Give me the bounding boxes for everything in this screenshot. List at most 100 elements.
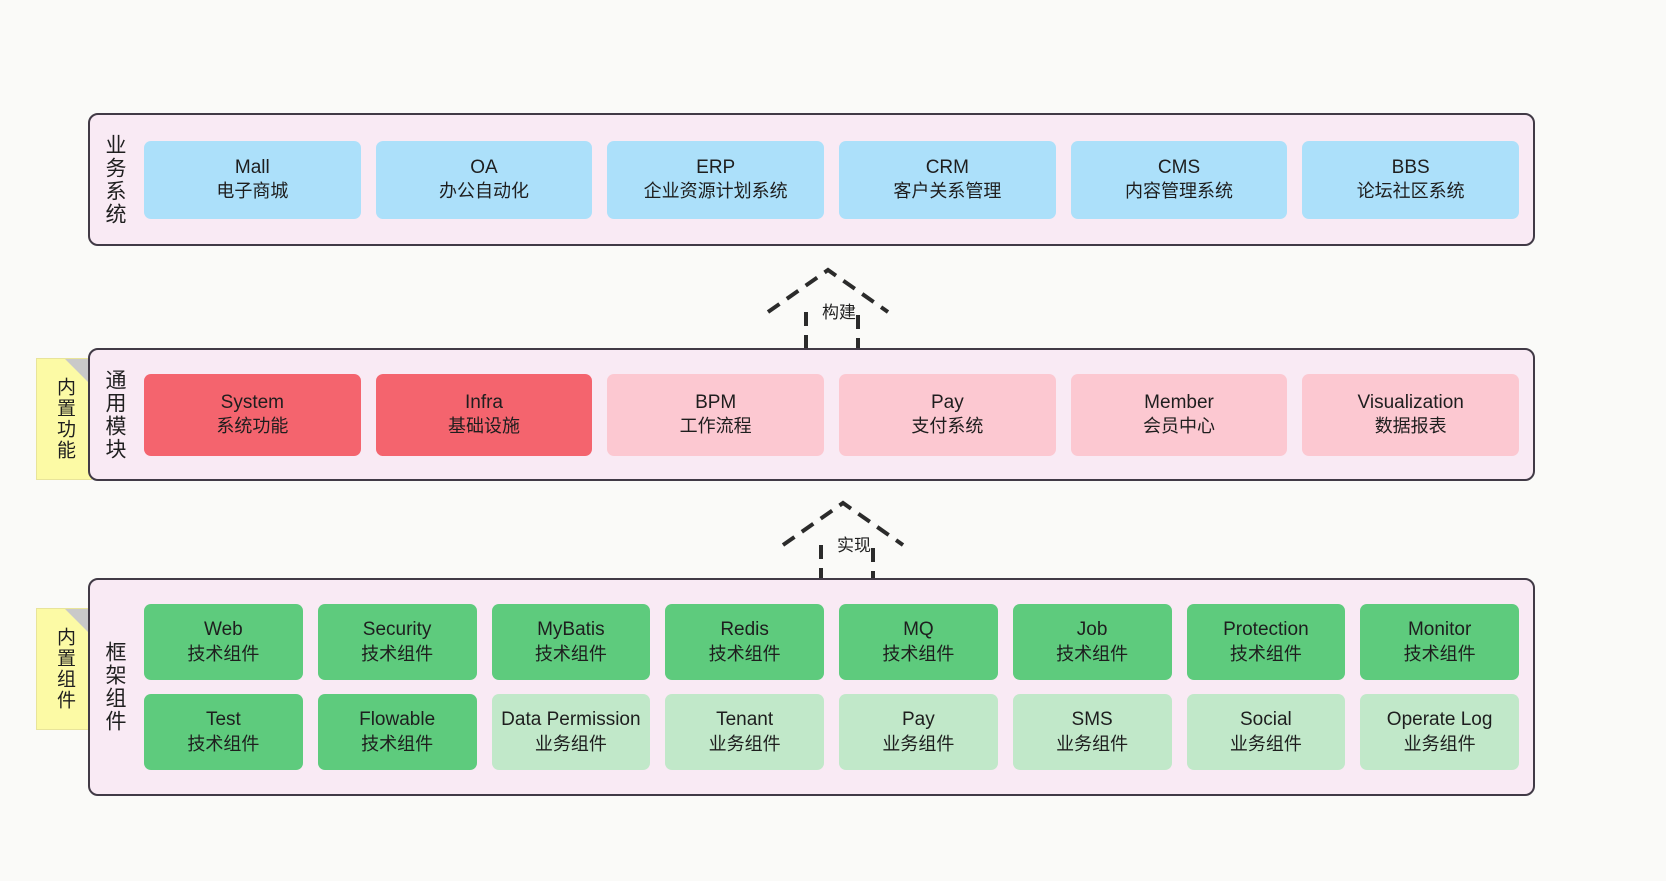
business-system-node-list: Mall 电子商城 OA 办公自动化 ERP 企业资源计划系统 CRM 客户关系… [138, 115, 1533, 244]
node-title: Visualization [1357, 391, 1464, 413]
node-title: Member [1144, 391, 1214, 413]
node-title: CMS [1157, 156, 1201, 178]
node-subtitle: 技术组件 [534, 643, 607, 664]
node-subtitle: 技术组件 [1403, 643, 1476, 664]
node-member[interactable]: Member 会员中心 [1070, 373, 1288, 456]
node-title: Operate Log [1386, 709, 1493, 731]
node-subtitle: 技术组件 [361, 643, 434, 664]
node-subtitle: 技术组件 [882, 643, 955, 664]
arrow-head-chevron [781, 500, 905, 547]
node-sms[interactable]: SMS 业务组件 [1012, 694, 1172, 770]
node-subtitle: 业务组件 [1056, 733, 1129, 754]
node-oa[interactable]: OA 办公自动化 [375, 140, 593, 219]
node-title: SMS [1071, 709, 1113, 731]
node-title: Pay [930, 391, 964, 413]
node-subtitle: 内容管理系统 [1125, 181, 1234, 202]
node-title: Social [1240, 709, 1292, 731]
node-title: System [220, 391, 285, 413]
node-title: OA [470, 156, 498, 178]
node-title: CRM [925, 156, 969, 178]
node-title: Tenant [716, 709, 774, 731]
node-flowable[interactable]: Flowable 技术组件 [317, 694, 477, 770]
business-system-layer-title: 业务系统 [103, 133, 127, 226]
node-social[interactable]: Social 业务组件 [1186, 694, 1346, 770]
node-subtitle: 数据报表 [1374, 416, 1447, 437]
sticky-note-builtin-feature: 内置功能 [36, 358, 92, 480]
node-tenant[interactable]: Tenant 业务组件 [665, 694, 824, 770]
node-subtitle: 系统功能 [216, 416, 289, 437]
node-title: Pay [902, 709, 935, 731]
node-subtitle: 办公自动化 [439, 181, 529, 202]
node-subtitle: 企业资源计划系统 [643, 181, 788, 202]
node-pay-module[interactable]: Pay 支付系统 [839, 373, 1056, 456]
node-erp[interactable]: ERP 企业资源计划系统 [607, 140, 825, 219]
sticky-note-builtin-component: 内置组件 [36, 608, 92, 730]
node-title: Web [204, 619, 243, 641]
node-subtitle: 业务组件 [1229, 733, 1302, 754]
node-subtitle: 技术组件 [708, 643, 781, 664]
node-subtitle: 电子商城 [216, 181, 289, 202]
node-title: Monitor [1407, 619, 1472, 641]
framework-component-layer-title: 框架组件 [103, 641, 127, 733]
node-operate-log[interactable]: Operate Log 业务组件 [1360, 694, 1519, 770]
node-title: BPM [695, 391, 737, 413]
node-title: Security [362, 619, 432, 641]
node-subtitle: 技术组件 [1056, 643, 1129, 664]
common-module-layer: 通用模块 System 系统功能 Infra 基础设施 BPM 工作流程 Pay… [88, 348, 1535, 481]
node-subtitle: 业务组件 [534, 733, 607, 754]
common-module-layer-title: 通用模块 [103, 368, 127, 461]
node-data-permission[interactable]: Data Permission 业务组件 [491, 694, 651, 770]
node-subtitle: 技术组件 [361, 733, 434, 754]
node-subtitle: 支付系统 [911, 416, 984, 437]
node-infra[interactable]: Infra 基础设施 [375, 373, 593, 456]
node-mybatis[interactable]: MyBatis 技术组件 [491, 604, 651, 680]
folded-corner-icon [65, 609, 91, 635]
arrow-head-chevron [766, 267, 890, 314]
build-relation-arrow: 构建 [760, 262, 920, 354]
common-module-node-list: System 系统功能 Infra 基础设施 BPM 工作流程 Pay 支付系统… [138, 350, 1533, 479]
node-test[interactable]: Test 技术组件 [144, 694, 303, 770]
node-title: ERP [696, 156, 736, 178]
node-job[interactable]: Job 技术组件 [1012, 604, 1172, 680]
node-title: Flowable [359, 709, 436, 731]
node-pay-component[interactable]: Pay 业务组件 [839, 694, 998, 770]
node-title: Mall [234, 156, 270, 178]
node-title: Data Permission [501, 709, 641, 731]
node-subtitle: 技术组件 [1229, 643, 1302, 664]
node-mall[interactable]: Mall 电子商城 [144, 140, 361, 219]
node-security[interactable]: Security 技术组件 [317, 604, 477, 680]
node-title: BBS [1391, 156, 1430, 178]
node-monitor[interactable]: Monitor 技术组件 [1360, 604, 1519, 680]
node-cms[interactable]: CMS 内容管理系统 [1070, 140, 1288, 219]
sticky-note-label: 内置组件 [53, 627, 75, 711]
folded-corner-icon [65, 359, 91, 385]
node-subtitle: 工作流程 [679, 416, 752, 437]
node-crm[interactable]: CRM 客户关系管理 [839, 140, 1056, 219]
framework-component-layer: 框架组件 Web 技术组件 Security 技术组件 MyBatis 技术组件… [88, 578, 1535, 796]
node-redis[interactable]: Redis 技术组件 [665, 604, 824, 680]
framework-component-row-2: Test 技术组件 Flowable 技术组件 Data Permission … [144, 694, 1519, 770]
node-subtitle: 论坛社区系统 [1356, 181, 1465, 202]
node-system[interactable]: System 系统功能 [144, 373, 361, 456]
node-title: MyBatis [537, 619, 605, 641]
node-title: Infra [464, 391, 504, 413]
node-bbs[interactable]: BBS 论坛社区系统 [1302, 140, 1520, 219]
sticky-note-label: 内置功能 [53, 377, 75, 461]
implement-relation-arrow: 实现 [775, 495, 935, 587]
node-title: Protection [1223, 619, 1309, 641]
node-mq[interactable]: MQ 技术组件 [839, 604, 998, 680]
node-web[interactable]: Web 技术组件 [144, 604, 303, 680]
node-subtitle: 业务组件 [882, 733, 955, 754]
node-subtitle: 业务组件 [708, 733, 781, 754]
node-visualization[interactable]: Visualization 数据报表 [1302, 373, 1520, 456]
business-system-layer: 业务系统 Mall 电子商城 OA 办公自动化 ERP 企业资源计划系统 CRM… [88, 113, 1535, 246]
node-subtitle: 客户关系管理 [893, 181, 1002, 202]
node-subtitle: 基础设施 [448, 416, 520, 437]
node-subtitle: 业务组件 [1403, 733, 1476, 754]
node-title: Job [1076, 619, 1108, 641]
node-subtitle: 技术组件 [187, 643, 260, 664]
node-title: MQ [903, 619, 934, 641]
arrow-label: 实现 [837, 536, 871, 555]
node-bpm[interactable]: BPM 工作流程 [607, 373, 825, 456]
node-protection[interactable]: Protection 技术组件 [1186, 604, 1346, 680]
